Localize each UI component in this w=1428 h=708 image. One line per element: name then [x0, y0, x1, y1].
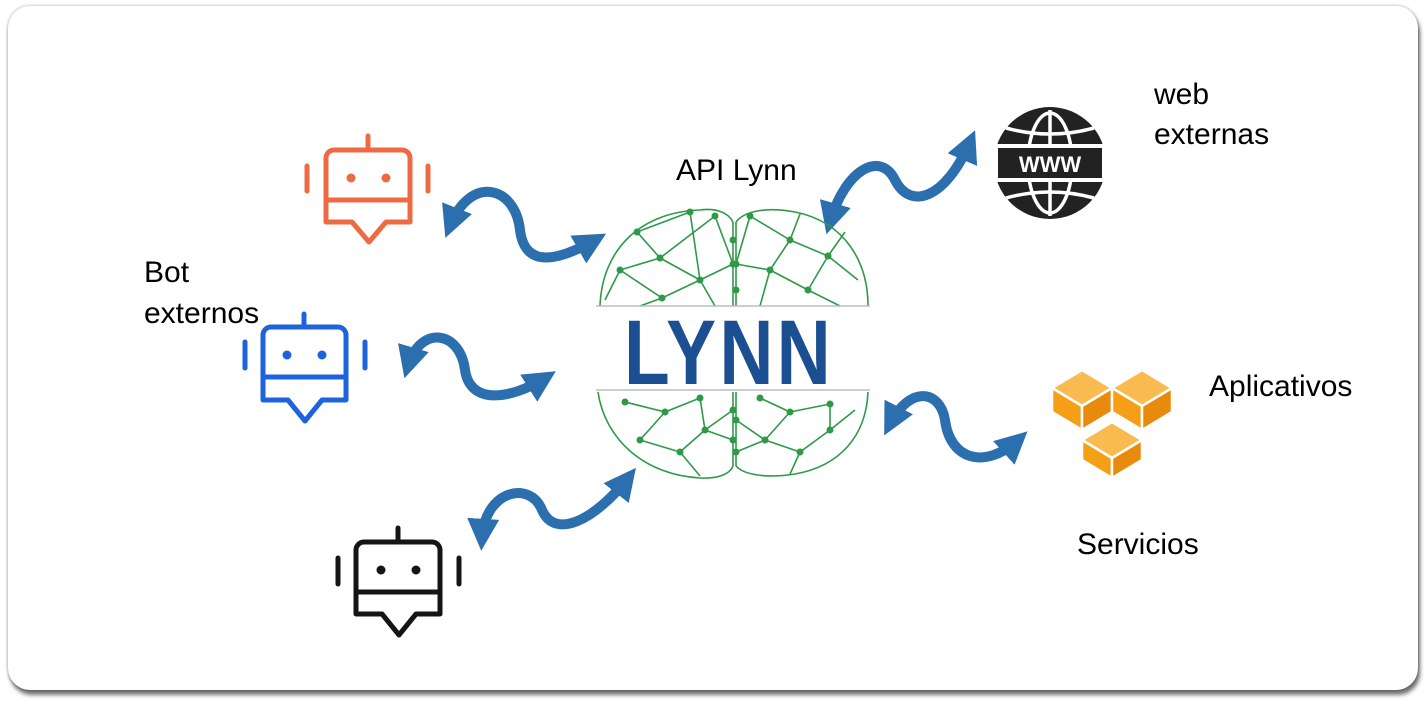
brain-network-icon-bottom [597, 391, 869, 479]
api-lynn-label: API Lynn [676, 154, 797, 187]
web-label-line1: web [1154, 78, 1210, 111]
robot-icon-middle [242, 311, 368, 424]
globe-www-icon: WWW [994, 107, 1106, 219]
brain-network-icon-top [599, 208, 869, 307]
arrows [398, 130, 1028, 551]
arrow-top-bot [442, 186, 607, 264]
bot-label-line1: Bot [144, 256, 190, 289]
arrow-bottom-bot [467, 467, 636, 551]
arrow-middle-bot [398, 332, 556, 402]
services-label: Servicios [1077, 528, 1199, 561]
www-text: WWW [1019, 152, 1082, 177]
arrow-web [819, 130, 978, 235]
bot-label-line2: externos [144, 297, 260, 330]
apps-label: Aplicativos [1209, 370, 1353, 403]
robot-icon-bottom [335, 525, 462, 638]
web-label-line2: externas [1154, 118, 1270, 151]
robot-icon-top [304, 133, 431, 245]
lynn-logo: LYNN [624, 302, 834, 404]
arrow-apps [884, 391, 1028, 465]
cubes-icon [1049, 368, 1175, 481]
